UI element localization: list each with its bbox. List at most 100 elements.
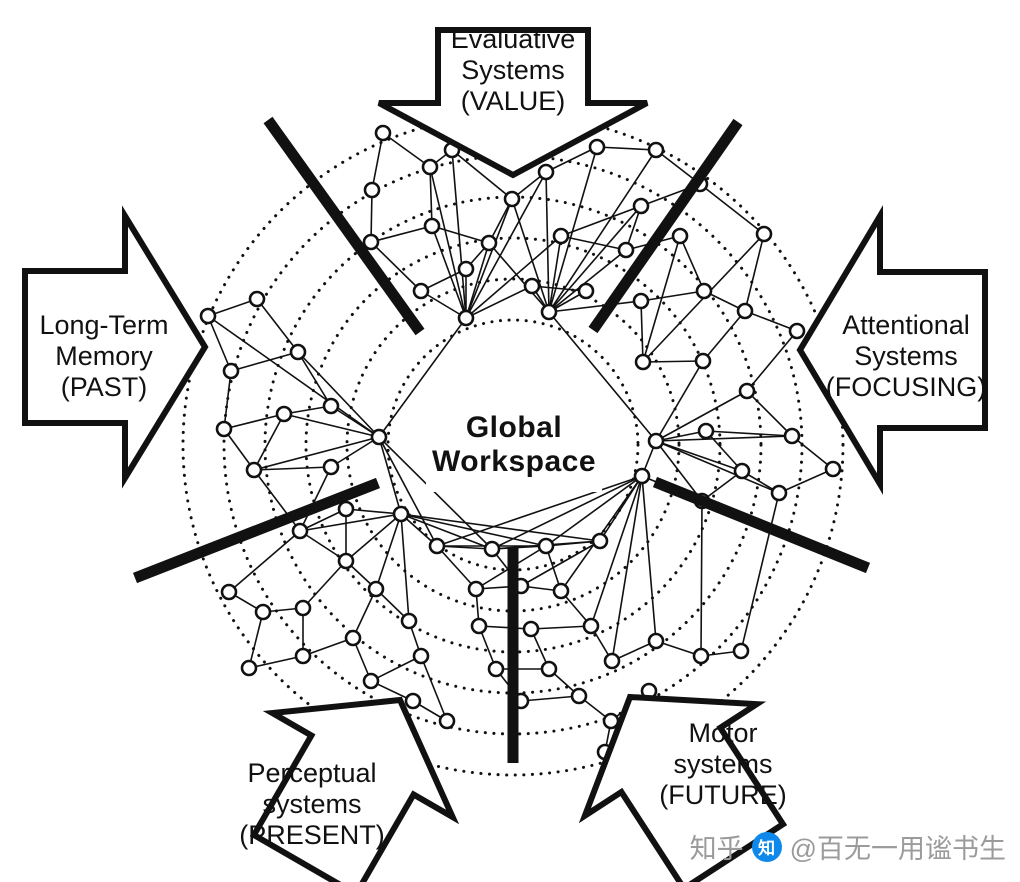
network-edge — [370, 225, 433, 243]
network-node — [788, 322, 806, 340]
network-node — [362, 233, 380, 251]
network-node — [412, 282, 430, 300]
network-edge — [465, 198, 513, 319]
network-edge — [679, 235, 705, 292]
network-edge — [548, 149, 657, 313]
label-perceptual-systems: Perceptual systems (PRESENT) — [239, 758, 385, 851]
network-edge — [655, 430, 707, 442]
dotted-ring — [386, 318, 640, 572]
network-edge — [545, 146, 598, 173]
network-edge — [641, 475, 657, 642]
network-node — [483, 540, 501, 558]
network-node — [770, 484, 788, 502]
dotted-ring — [345, 277, 681, 613]
network-edge — [478, 625, 532, 630]
network-edge — [705, 430, 743, 472]
network-node — [632, 292, 650, 310]
network-node — [552, 582, 570, 600]
network-node — [374, 124, 392, 142]
global-workspace-label: Global Workspace — [426, 398, 602, 492]
network-edge — [436, 475, 643, 547]
network-node — [591, 532, 609, 550]
arrow-attentional-systems — [796, 205, 988, 495]
network-edge — [299, 530, 347, 562]
network-node — [503, 190, 521, 208]
dotted-ring — [304, 236, 722, 654]
label-line: Evaluative — [450, 24, 576, 54]
network-edge — [640, 290, 705, 302]
network-edge — [420, 268, 467, 292]
global-workspace-line1: Global — [465, 411, 563, 444]
network-node — [570, 687, 588, 705]
network-edge — [548, 205, 642, 313]
network-edge — [420, 290, 467, 319]
network-edge — [746, 390, 793, 437]
network-edge — [345, 508, 402, 515]
network-edge — [230, 351, 299, 372]
network-node — [438, 712, 456, 730]
network-node — [537, 537, 555, 555]
network-edge — [253, 436, 380, 471]
network-node — [291, 522, 309, 540]
network-node — [370, 428, 388, 446]
network-edge — [590, 475, 643, 627]
network-edge — [370, 655, 422, 682]
network-edge — [431, 225, 490, 244]
network-edge — [791, 435, 834, 470]
network-edge — [370, 189, 373, 243]
network-edge — [596, 146, 657, 151]
network-edge — [207, 298, 258, 317]
network-node — [632, 197, 650, 215]
network-node — [582, 617, 600, 635]
network-edge — [302, 560, 347, 609]
watermark-handle: @百无一用谧书生 — [789, 834, 1006, 864]
network-edge — [702, 310, 746, 362]
label-line: (PAST) — [60, 372, 148, 402]
label-evaluative-systems: Evaluative Systems (VALUE) — [451, 24, 576, 117]
network-node — [577, 282, 595, 300]
network-edge — [655, 440, 703, 502]
network-node — [294, 599, 312, 617]
zhihu-logo-icon: 知 — [751, 831, 782, 862]
network-edge — [560, 235, 627, 251]
network-node — [736, 302, 754, 320]
network-edge — [352, 588, 377, 639]
network-edge — [253, 466, 332, 471]
label-line: systems — [262, 789, 362, 819]
network-edge — [299, 466, 332, 532]
network-edge — [451, 149, 467, 319]
network-node — [294, 647, 312, 665]
network-node — [412, 647, 430, 665]
label-line: (PRESENT) — [239, 820, 385, 850]
network-edge — [548, 235, 562, 313]
network-edge — [465, 285, 533, 319]
dotted-ring — [181, 113, 845, 777]
network-edge — [744, 233, 765, 312]
network-node — [540, 303, 558, 321]
network-edge — [371, 132, 384, 191]
network-node — [470, 617, 488, 635]
network-node — [199, 307, 217, 325]
network-node — [457, 260, 475, 278]
network-node — [337, 500, 355, 518]
network-edge — [520, 695, 580, 702]
network-edge — [256, 298, 299, 353]
network-node — [537, 163, 555, 181]
network-edge — [465, 242, 490, 319]
network-edge — [560, 205, 642, 237]
network-edge — [655, 440, 780, 494]
network-node — [694, 352, 712, 370]
network-edge — [746, 330, 798, 392]
network-edge — [451, 149, 513, 200]
label-line: Perceptual — [247, 758, 377, 788]
network-node — [732, 642, 750, 660]
label-line: Memory — [55, 341, 153, 371]
network-node — [254, 603, 272, 621]
network-edge — [488, 242, 550, 313]
network-edge — [223, 428, 255, 471]
network-node — [617, 241, 635, 259]
label-line: Systems — [461, 55, 565, 85]
network-node — [400, 612, 418, 630]
network-node — [457, 309, 475, 327]
watermark: 知乎 知 @百无一用谧书生 — [690, 827, 1006, 866]
